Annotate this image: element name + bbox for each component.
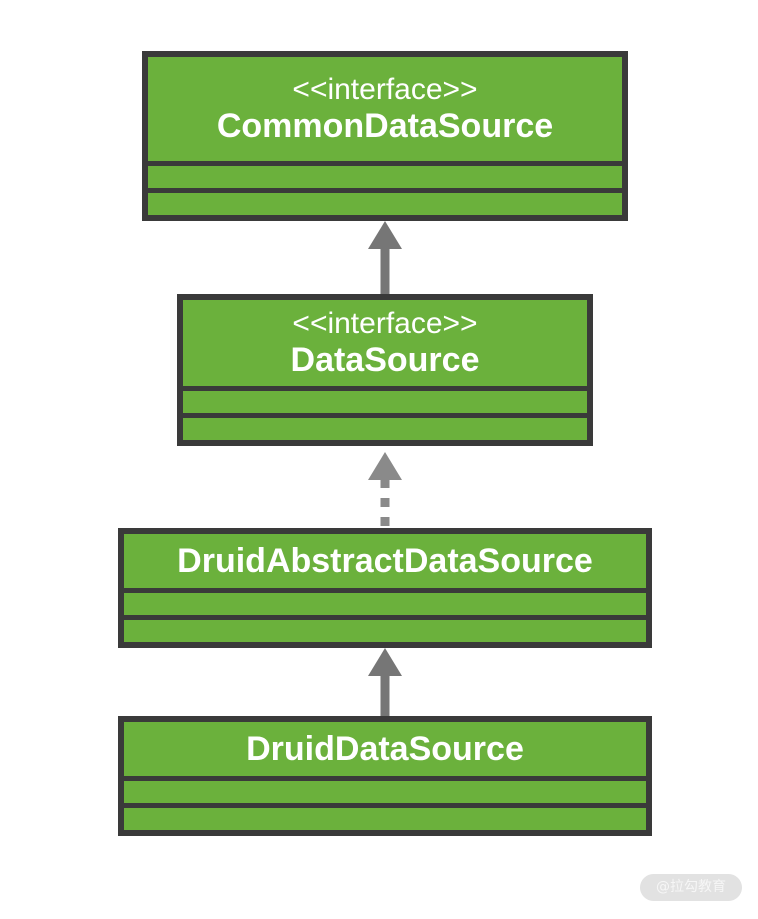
- connector-shaft: [380, 674, 390, 717]
- relation-abstract-to-datasource: [368, 452, 402, 529]
- uml-class-header: <<interface>> DataSource: [183, 300, 587, 386]
- uml-class-name: DruidDataSource: [246, 729, 524, 768]
- connector-shaft-dashed: [380, 479, 390, 529]
- uml-class-name: DruidAbstractDataSource: [177, 541, 593, 580]
- uml-class-data-source[interactable]: <<interface>> DataSource: [177, 294, 593, 446]
- uml-class-common-data-source[interactable]: <<interface>> CommonDataSource: [142, 51, 628, 221]
- uml-class-header: DruidAbstractDataSource: [124, 534, 646, 588]
- realization-arrowhead-icon: [368, 452, 402, 480]
- watermark-badge: @拉勾教育: [640, 874, 742, 901]
- uml-methods-compartment: [183, 418, 587, 440]
- connector-shaft: [380, 247, 390, 295]
- uml-class-name: CommonDataSource: [216, 106, 554, 145]
- uml-attributes-compartment: [124, 781, 646, 803]
- uml-class-name: DataSource: [290, 340, 480, 379]
- uml-stereotype-label: <<interface>>: [292, 73, 478, 107]
- generalization-arrowhead-icon: [368, 221, 402, 249]
- uml-attributes-compartment: [148, 166, 622, 188]
- uml-class-header: <<interface>> CommonDataSource: [148, 57, 622, 161]
- uml-stereotype-label: <<interface>>: [292, 307, 478, 341]
- generalization-arrowhead-icon: [368, 648, 402, 676]
- uml-methods-compartment: [124, 808, 646, 830]
- uml-class-druid-abstract-data-source[interactable]: DruidAbstractDataSource: [118, 528, 652, 648]
- uml-class-druid-data-source[interactable]: DruidDataSource: [118, 716, 652, 836]
- uml-class-header: DruidDataSource: [124, 722, 646, 776]
- uml-methods-compartment: [148, 193, 622, 215]
- relation-druid-to-abstract: [368, 648, 402, 717]
- relation-datasource-to-commondatasource: [368, 221, 402, 295]
- uml-attributes-compartment: [124, 593, 646, 615]
- uml-attributes-compartment: [183, 391, 587, 413]
- uml-methods-compartment: [124, 620, 646, 642]
